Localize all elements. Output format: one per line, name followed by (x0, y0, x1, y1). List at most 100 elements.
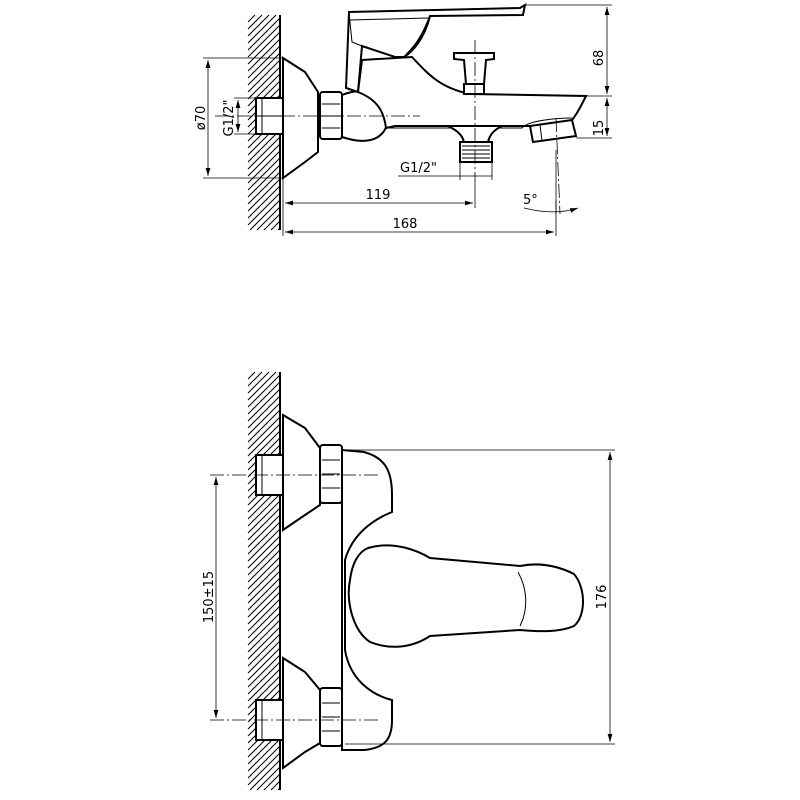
hex-nut-top (319, 91, 343, 140)
side-view: ø70 G1/2" G1/2" 119 168 (194, 2, 612, 236)
hatch-line (247, 633, 281, 667)
dimension-thread-inlet: G1/2" (222, 97, 256, 137)
hatch-line (247, 409, 281, 443)
hatch-line (247, 371, 256, 380)
hatch-line (247, 14, 256, 23)
dimension-angle: 5° (523, 150, 579, 214)
hatch-line (247, 584, 281, 618)
dimension-length-total: 168 (285, 200, 557, 236)
dim-label-diameter: ø70 (194, 106, 209, 131)
hatch-line (263, 213, 281, 231)
dimension-height-body: 68 (525, 4, 612, 97)
dimension-height-spout: 15 (576, 98, 612, 139)
dimension-diameter: ø70 (194, 57, 283, 179)
hatch-line (247, 535, 281, 569)
hatch-line (247, 647, 281, 681)
wall-flange-lower (282, 656, 321, 770)
hatch-line (249, 759, 281, 791)
hatch-line (247, 143, 281, 177)
hatch-line (247, 136, 281, 170)
hatch-line (247, 371, 277, 401)
hatch-line (247, 493, 281, 527)
hatch-line (247, 556, 281, 590)
hatch-line (270, 220, 281, 231)
hatch-line (247, 619, 281, 653)
dim-label-angle: 5° (523, 193, 538, 208)
hatch-line (247, 14, 270, 37)
dim-label-thread-outlet: G1/2" (400, 161, 437, 176)
hatch-line (247, 371, 263, 387)
hatch-line (247, 395, 281, 429)
hatch-line (247, 371, 270, 394)
dim-label-thread-inlet: G1/2" (222, 100, 237, 137)
hatch-line (247, 570, 281, 604)
hatch-line (247, 423, 281, 457)
dimension-center-distance: 150±15 (202, 477, 219, 718)
hatch-line (247, 171, 281, 205)
wall-flange-top (282, 56, 319, 180)
hatch-line (247, 17, 281, 51)
hatch-line (256, 766, 281, 791)
hatch-line (247, 14, 277, 44)
hex-nut-upper (319, 444, 343, 504)
dim-label-length-total: 168 (393, 217, 418, 232)
hatch-line (247, 416, 281, 450)
dim-label-height-body: 68 (592, 50, 607, 67)
hatch-line (247, 738, 281, 772)
hatch-line (277, 227, 281, 231)
hatch-line (247, 640, 281, 674)
hatch-line (247, 14, 263, 30)
hatch-line (247, 668, 281, 702)
dimension-length-outlet: 119 (282, 178, 476, 236)
hatch-line (247, 178, 281, 212)
hatch-line (247, 374, 281, 408)
dimension-thread-outlet: G1/2" (398, 161, 493, 180)
hatch-line (247, 192, 281, 226)
lever-handle-top (347, 544, 584, 648)
diverter-knob (453, 52, 495, 95)
mixer-body-top (341, 448, 393, 751)
hatch-line (247, 605, 281, 639)
hatch-line (247, 185, 281, 219)
hatch-line (247, 500, 281, 534)
dim-label-center-distance: 150±15 (202, 571, 217, 623)
hatch-line (247, 73, 281, 107)
hatch-line (247, 591, 281, 625)
wall-flange-upper (282, 413, 321, 532)
hatch-line (247, 528, 281, 562)
hatch-line (247, 752, 281, 786)
hatch-line (247, 45, 281, 79)
hatch-line (247, 661, 281, 695)
hatch-line (247, 521, 281, 555)
dim-label-width: 176 (595, 585, 610, 610)
top-view: 150±15 176 (202, 371, 615, 791)
hatch-line (247, 612, 281, 646)
hex-nut-lower (319, 687, 343, 747)
hatch-line (247, 24, 281, 58)
hatch-line (270, 780, 281, 791)
hatch-line (247, 402, 281, 436)
hatch-line (247, 654, 281, 688)
hatch-line (247, 164, 281, 198)
hatch-line (247, 563, 281, 597)
hatch-line (247, 542, 281, 576)
lever-handle-side (405, 15, 431, 56)
dimension-width: 176 (345, 449, 615, 745)
dim-label-length-outlet: 119 (366, 188, 391, 203)
hatch-line (247, 157, 281, 191)
hatch-line (247, 66, 281, 100)
hatch-line (247, 598, 281, 632)
hatch-line (247, 549, 281, 583)
hatch-line (247, 514, 281, 548)
hatch-line (247, 59, 281, 93)
dim-label-height-spout: 15 (592, 120, 607, 137)
hatch-line (247, 626, 281, 660)
hatch-line (247, 577, 281, 611)
hatch-line (247, 745, 281, 779)
spout-side (356, 55, 588, 130)
hatch-line (249, 199, 281, 231)
hatch-line (277, 787, 281, 791)
hatch-line (247, 38, 281, 72)
hatch-line (247, 31, 281, 65)
